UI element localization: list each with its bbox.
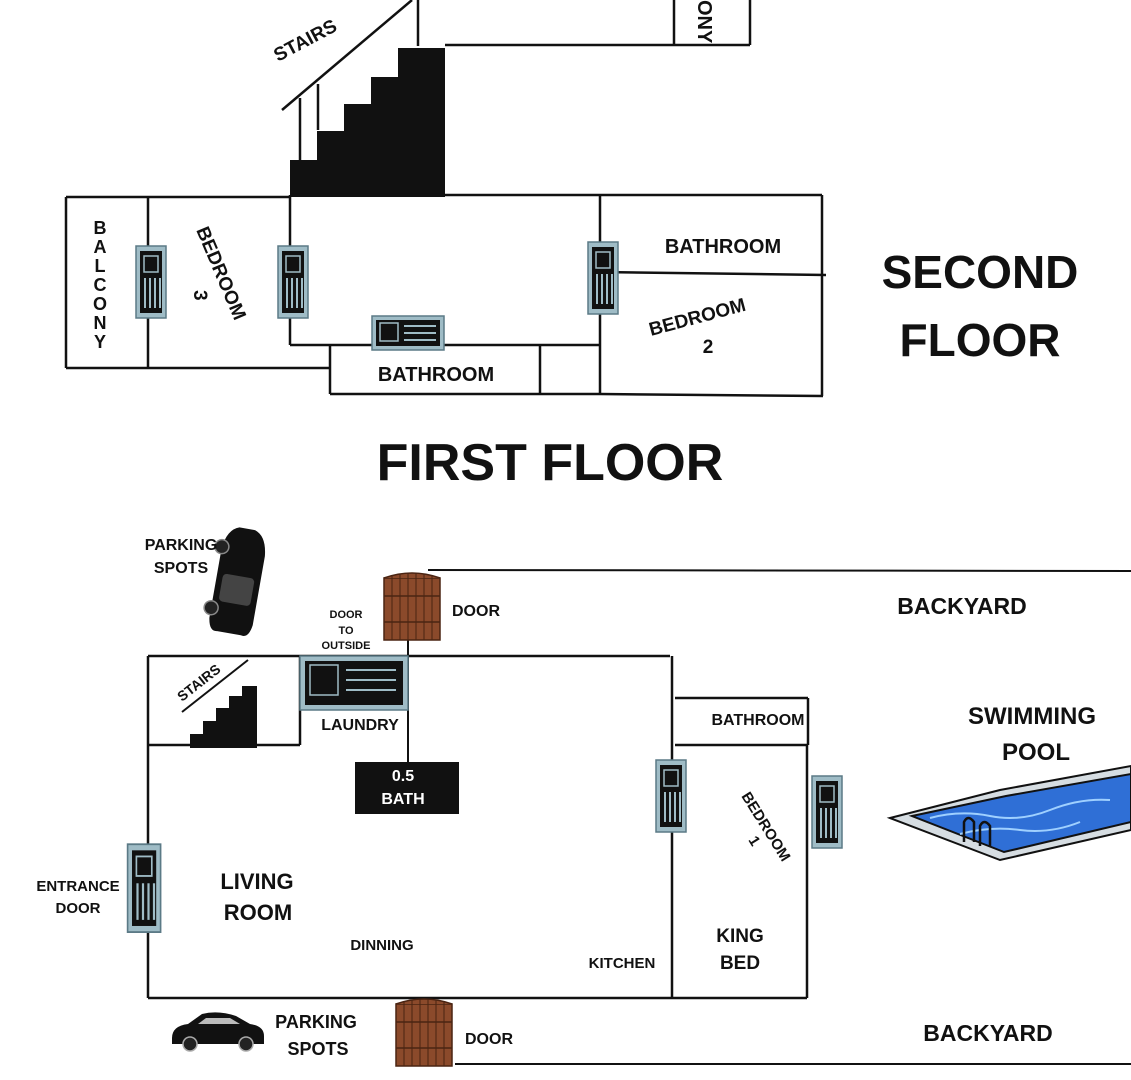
- svg-text:L: L: [95, 256, 106, 276]
- svg-text:O: O: [93, 294, 107, 314]
- second-floor-bathroom-right-label: BATHROOM: [665, 236, 781, 258]
- first-floor-heading: FIRST FLOOR: [377, 434, 724, 492]
- entrance-door-label: ENTRANCE: [36, 878, 119, 895]
- king-bed-label: KING: [716, 926, 764, 947]
- svg-text:Y: Y: [94, 332, 106, 352]
- backyard-bottom-label: BACKYARD: [923, 1020, 1053, 1046]
- living-room-label: LIVING: [220, 869, 293, 894]
- parking-top-label: PARKING: [145, 537, 218, 554]
- entrance-door-icon: [126, 843, 162, 934]
- second-floor-heading-line2: FLOOR: [900, 314, 1061, 366]
- bottom-door-label: DOOR: [465, 1031, 513, 1048]
- svg-text:C: C: [94, 275, 107, 295]
- half-bath-label-line2: BATH: [381, 791, 424, 808]
- second-floor-plan: STAIRS ONY B A L C O N Y BEDROOM 3 BATHR…: [64, 0, 827, 398]
- first-floor-bathroom-label: BATHROOM: [711, 712, 804, 729]
- swimming-pool-label-line2: POOL: [1002, 739, 1070, 766]
- kitchen-label: KITCHEN: [589, 955, 656, 972]
- first-floor-plan: PARKING SPOTS DOOR TO OUTSIDE DOOR BACKY…: [36, 527, 1131, 1067]
- svg-text:A: A: [94, 237, 107, 257]
- top-door-label: DOOR: [452, 603, 500, 620]
- swimming-pool-icon: [886, 764, 1131, 862]
- second-floor-heading: SECOND: [882, 246, 1079, 298]
- door-to-outside-label-line2: TO: [338, 625, 354, 637]
- parking-bottom-label-line2: SPOTS: [287, 1039, 348, 1059]
- laundry-washer-icon: [299, 655, 409, 711]
- living-room-label-line2: ROOM: [224, 900, 292, 925]
- entrance-door-label-line2: DOOR: [56, 900, 101, 917]
- bedroom1-closet-icon: [811, 775, 843, 849]
- second-floor-bathroom-bottom-label: BATHROOM: [378, 364, 494, 386]
- second-floor-washer-icon: [371, 315, 445, 351]
- bedroom1-label: BEDROOM: [738, 789, 794, 864]
- laundry-label: LAUNDRY: [321, 717, 399, 734]
- top-car-icon: [203, 527, 266, 636]
- second-floor-stairs-label: STAIRS: [270, 16, 340, 67]
- king-bed-label-line2: BED: [720, 953, 760, 974]
- top-outside-door-icon: [383, 572, 441, 641]
- parking-bottom-label: PARKING: [275, 1012, 357, 1032]
- left-balcony-label: B A L C O N Y: [93, 218, 107, 352]
- bedroom3-label: BEDROOM: [191, 224, 249, 324]
- half-bath-label: 0.5: [392, 768, 414, 785]
- bedroom2-door-icon: [587, 241, 619, 315]
- svg-text:B: B: [94, 218, 107, 238]
- door-to-outside-label-line3: OUTSIDE: [322, 640, 371, 652]
- bedroom3-number: 3: [189, 290, 210, 301]
- bottom-outside-door-icon: [395, 998, 453, 1067]
- swimming-pool-label: SWIMMING: [968, 703, 1096, 730]
- door-to-outside-label: DOOR: [330, 609, 363, 621]
- bedroom1-door-icon: [655, 759, 687, 833]
- bottom-car-icon: [172, 1012, 264, 1052]
- first-floor-stairs: [190, 686, 257, 748]
- dinning-label: DINNING: [350, 937, 413, 954]
- bedroom3-door-icon: [277, 245, 309, 319]
- backyard-top-label: BACKYARD: [897, 593, 1027, 619]
- bedroom2-label: BEDROOM: [647, 295, 748, 341]
- bedroom1-number: 1: [745, 833, 764, 849]
- svg-text:N: N: [94, 313, 107, 333]
- second-floor-stairs: [290, 48, 445, 197]
- top-balcony-label: ONY: [693, 0, 715, 44]
- bedroom2-number: 2: [703, 337, 714, 358]
- bedroom3-closet-icon: [135, 245, 167, 319]
- half-bath-box: [355, 762, 459, 814]
- parking-top-label-line2: SPOTS: [154, 560, 209, 577]
